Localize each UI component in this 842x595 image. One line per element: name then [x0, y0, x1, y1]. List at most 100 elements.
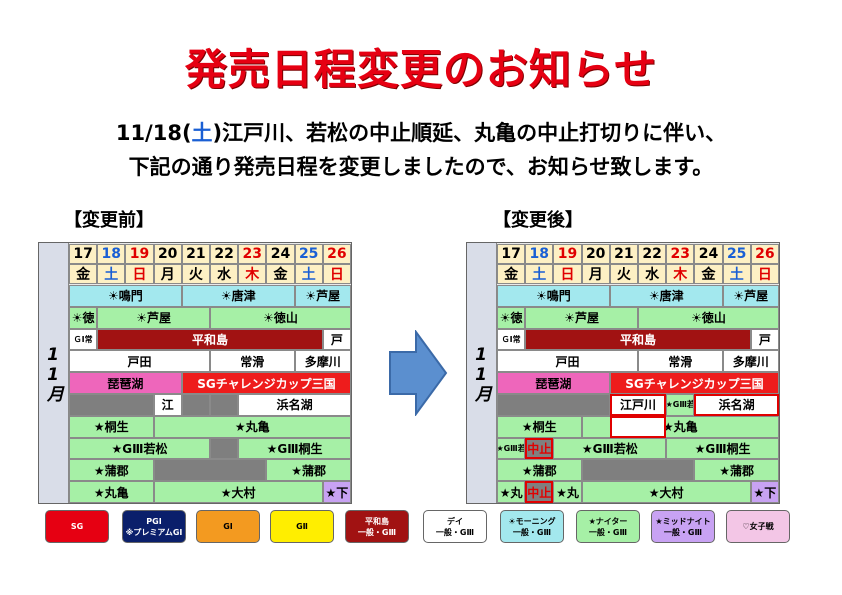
date-cell: 25 [294, 244, 323, 264]
legend-chip: デイ一般・GⅢ [423, 510, 487, 543]
schedule-bar: ★GⅢ若 [497, 437, 526, 460]
weekday-cell: 木 [238, 264, 267, 284]
date-cell: 23 [238, 244, 267, 264]
legend-chip: GⅠ [196, 510, 260, 543]
schedule-bar: ★桐生 [497, 415, 582, 438]
schedule-bar: ☀鳴門 [497, 285, 610, 307]
schedule-bar: ☀徳 [497, 306, 526, 329]
weekday-cell: 木 [666, 264, 695, 284]
before-label: 【変更前】 [64, 210, 154, 231]
weekday-cell: 金 [497, 264, 526, 284]
legend-chip: ★ナイター一般・GⅢ [576, 510, 640, 543]
weekday-cell: 金 [266, 264, 295, 284]
date-cell: 23 [666, 244, 695, 264]
date-cell: 18 [97, 244, 126, 264]
date-cell: 24 [266, 244, 295, 264]
weekday-cell: 火 [181, 264, 210, 284]
date-cell: 22 [638, 244, 667, 264]
schedule-bar: ＧⅠ常 [69, 328, 98, 351]
schedule-bar: 琵琶湖 [69, 372, 182, 394]
schedule-bar: ★蒲郡 [694, 459, 779, 482]
schedule-bar: ★丸 [553, 481, 582, 503]
weekday-cell: 土 [294, 264, 323, 284]
schedule-bar: ☀徳山 [210, 306, 351, 329]
schedule-bar: 多摩川 [722, 350, 779, 373]
legend-chip: ♡女子戦 [726, 510, 790, 543]
date-cell: 26 [322, 244, 351, 264]
schedule-bar: 中止 [525, 437, 554, 460]
month-label: 11月 [467, 243, 497, 503]
schedule-bar: ★下 [322, 481, 351, 503]
date-cell: 25 [722, 244, 751, 264]
schedule-bar: 平和島 [525, 328, 751, 351]
weekday-cell: 金 [694, 264, 723, 284]
date-cell: 26 [750, 244, 779, 264]
legend-chip: 平和島一般・GⅢ [345, 510, 409, 543]
schedule-bar: ★大村 [153, 481, 323, 503]
legend-line: 一般・GⅢ [663, 527, 703, 537]
blank-slot [181, 394, 210, 416]
schedule-bar: ★GⅢ若 [666, 394, 695, 416]
schedule-bar: 戸 [750, 328, 779, 351]
weekday-cell: 日 [125, 264, 154, 284]
weekday-cell: 土 [722, 264, 751, 284]
schedule-bar: ☀徳 [69, 306, 98, 329]
legend-line: 一般・GⅢ [357, 527, 397, 537]
schedule-bar: 常滑 [210, 350, 295, 373]
schedule-bar: ☀唐津 [181, 285, 295, 307]
legend-line: ♡女子戦 [742, 522, 774, 531]
schedule-bar: ★蒲郡 [497, 459, 582, 482]
date-cell: 19 [553, 244, 582, 264]
schedule-bar: SGチャレンジカップ三国 [609, 372, 779, 394]
legend-line: PGⅠ [146, 516, 162, 526]
legend-line: 一般・GⅢ [435, 527, 475, 537]
blank-slot [497, 394, 610, 416]
month-label: 11月 [39, 243, 69, 503]
weekday-cell: 土 [525, 264, 554, 284]
weekday-cell: 日 [750, 264, 779, 284]
schedule-bar: 多摩川 [294, 350, 351, 373]
legend-line: GⅡ [296, 522, 308, 531]
date-cell: 22 [210, 244, 239, 264]
legend-chip: PGⅠ※プレミアムGⅠ [122, 510, 186, 543]
schedule-bar: 琵琶湖 [497, 372, 610, 394]
schedule-bar: 常滑 [638, 350, 723, 373]
date-cell: 21 [181, 244, 210, 264]
weekday-cell: 土 [97, 264, 126, 284]
date-cell: 17 [497, 244, 526, 264]
schedule-bar: 中止 [525, 481, 554, 503]
legend-chip: ★ミッドナイト一般・GⅢ [651, 510, 715, 543]
schedule-bar: ★丸亀 [153, 415, 351, 438]
blank-slot [609, 415, 667, 438]
schedule-bar: ☀鳴門 [69, 285, 182, 307]
arrow-right-icon [389, 330, 448, 416]
legend-line: 一般・GⅢ [512, 527, 552, 537]
legend-line: ★ナイター [588, 516, 628, 526]
weekday-cell: 日 [553, 264, 582, 284]
blank-slot [69, 394, 154, 416]
legend-line: GⅠ [223, 522, 233, 531]
schedule-bar: ☀芦屋 [525, 306, 638, 329]
schedule-bar: ★大村 [581, 481, 751, 503]
schedule-bar: 浜名湖 [238, 394, 351, 416]
legend-chip: ☀モーニング一般・GⅢ [500, 510, 564, 543]
schedule-bar: 江 [153, 394, 182, 416]
schedule-bar: SGチャレンジカップ三国 [181, 372, 351, 394]
weekday-cell: 水 [638, 264, 667, 284]
date-cell: 20 [581, 244, 610, 264]
schedule-bar: ★蒲郡 [266, 459, 351, 482]
schedule-bar: ☀徳山 [638, 306, 779, 329]
schedule-bar: 戸田 [69, 350, 210, 373]
notice-line-2: 下記の通り発売日程を変更しましたので、お知らせ致します。 [128, 155, 714, 179]
legend-chip: GⅡ [270, 510, 334, 543]
schedule-bar: ★GⅢ桐生 [666, 437, 779, 460]
weekday-cell: 日 [322, 264, 351, 284]
legend-line: ※プレミアムGⅠ [125, 527, 183, 537]
schedule-bar: 浜名湖 [694, 394, 779, 416]
schedule-bar: 江戸川 [609, 394, 667, 416]
date-cell: 18 [525, 244, 554, 264]
blank-slot [153, 459, 267, 482]
date-cell: 21 [609, 244, 638, 264]
